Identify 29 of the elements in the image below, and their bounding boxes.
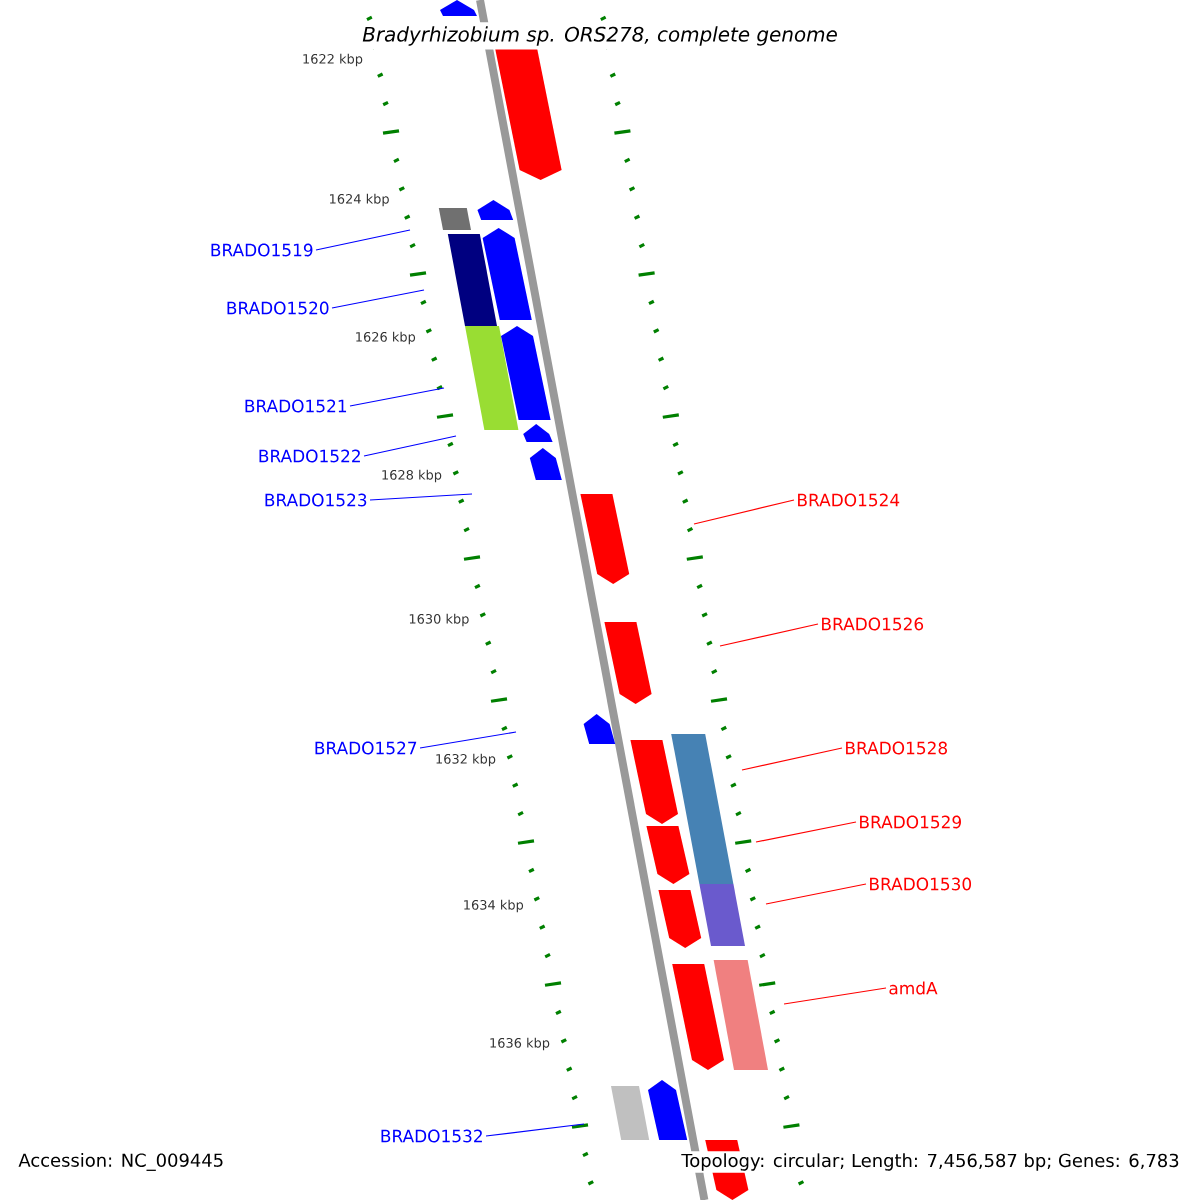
leader-line <box>719 623 819 647</box>
gene-label: BRADO1526 <box>822 617 924 631</box>
leader-line <box>741 747 843 771</box>
gene-label: BRADO1519 <box>211 243 313 257</box>
leader-line <box>363 435 457 457</box>
gene-label: BRADO1528 <box>846 741 947 755</box>
leader-line <box>315 229 411 251</box>
gene-label: BRADO1521 <box>245 399 347 413</box>
gene-label: BRADO1527 <box>315 741 417 755</box>
gene-label: BRADO1530 <box>870 877 972 891</box>
leader-line <box>783 987 887 1005</box>
leader-line <box>485 1123 585 1137</box>
title: Bradyrhizobium sp. ORS278, complete genome <box>358 22 842 50</box>
leader-line <box>765 883 867 905</box>
gene-label: BRADO1522 <box>259 449 360 463</box>
gene-label: BRADO1524 <box>798 493 900 507</box>
leader-line <box>331 289 425 309</box>
gene-label: amdA <box>889 981 938 995</box>
genome-info-text: Topology: circular; Length: 7,456,587 bp; Genes: 6,783 <box>679 1151 1182 1173</box>
leader-line <box>755 821 857 843</box>
accession-text: Accession: NC_009445 <box>18 1153 223 1171</box>
gene-label: BRADO1529 <box>860 815 961 829</box>
leader-line <box>693 499 795 525</box>
leader-line <box>369 493 473 501</box>
gene-label: BRADO1523 <box>265 493 367 507</box>
gene-label: BRADO1520 <box>227 301 329 315</box>
leader-line <box>419 731 517 749</box>
leader-line <box>349 387 445 407</box>
gene-label: BRADO1532 <box>381 1129 482 1143</box>
